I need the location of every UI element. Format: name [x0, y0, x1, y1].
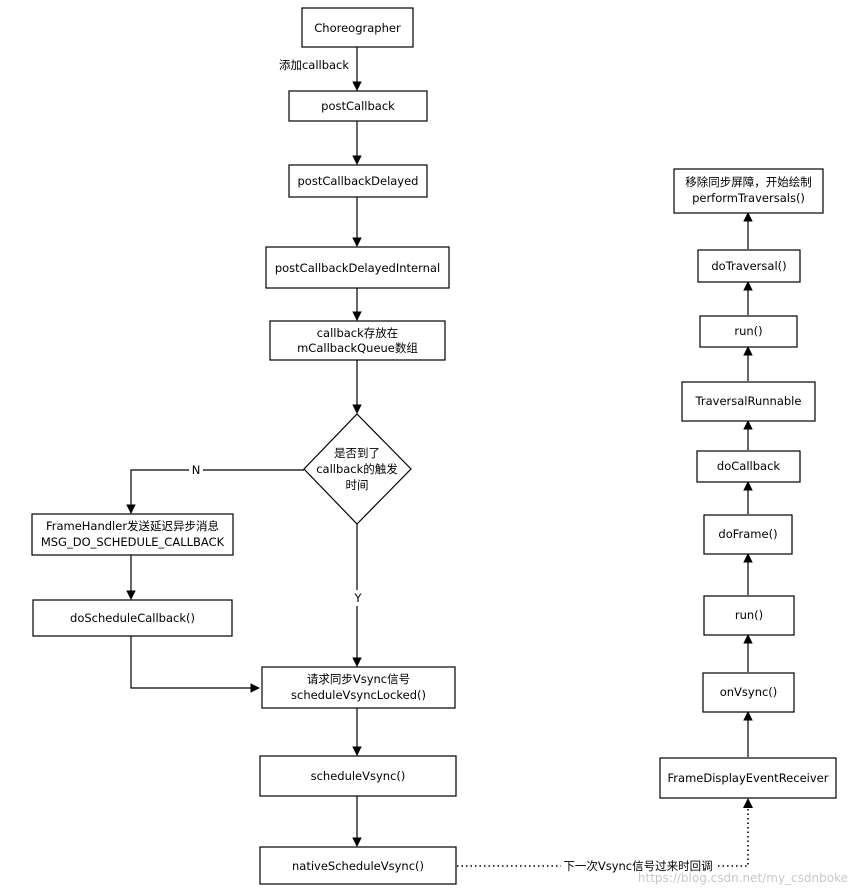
node-frame-display-event-receiver: FrameDisplayEventReceiver — [659, 757, 837, 799]
node-run-2: run() — [699, 315, 798, 348]
node-native-schedule-vsync: nativeScheduleVsync() — [259, 846, 457, 885]
node-post-callback-delayed: postCallbackDelayed — [288, 164, 428, 198]
node-perform-traversals: 移除同步屏障，开始绘制 performTraversals() — [673, 168, 824, 214]
node-run-1: run() — [703, 595, 795, 636]
node-do-callback: doCallback — [696, 450, 801, 483]
node-traversal-runnable: TraversalRunnable — [681, 381, 816, 422]
node-on-vsync: onVsync() — [702, 672, 795, 713]
node-do-schedule-callback: doScheduleCallback() — [32, 599, 233, 637]
edge-label-yes: Y — [353, 591, 362, 605]
node-schedule-vsync-label: scheduleVsync() — [311, 769, 406, 783]
node-choreographer: Choreographer — [301, 7, 414, 48]
node-post-callback-delayed-internal: postCallbackDelayedInternal — [265, 246, 450, 289]
node-request-vsync-line1: 请求同步Vsync信号 — [307, 672, 410, 686]
node-frame-display-event-receiver-label: FrameDisplayEventReceiver — [668, 771, 829, 785]
node-post-callback-label: postCallback — [321, 99, 395, 113]
node-do-traversal: doTraversal() — [697, 249, 801, 283]
node-frame-handler-line1: FrameHandler发送延迟异步消息 — [46, 519, 219, 533]
node-request-vsync: 请求同步Vsync信号 scheduleVsyncLocked() — [261, 666, 456, 709]
node-perform-traversals-line2: performTraversals() — [692, 191, 805, 205]
node-post-callback-delayed-internal-label: postCallbackDelayedInternal — [275, 261, 440, 275]
watermark-text: https://blog.csdn.net/my_csdnboke — [638, 871, 848, 885]
node-decision-line1: 是否到了 — [334, 446, 380, 460]
node-frame-handler: FrameHandler发送延迟异步消息 MSG_DO_SCHEDULE_CAL… — [31, 513, 234, 556]
edge-decision-no — [126, 469, 304, 514]
node-run-1-label: run() — [735, 608, 763, 622]
node-choreographer-label: Choreographer — [314, 21, 401, 35]
node-frame-handler-line2: MSG_DO_SCHEDULE_CALLBACK — [41, 535, 225, 549]
node-callback-store-line1: callback存放在 — [317, 326, 399, 340]
edge-doschedule-to-request — [130, 636, 260, 693]
node-schedule-vsync: scheduleVsync() — [259, 755, 457, 797]
node-do-traversal-label: doTraversal() — [711, 259, 786, 273]
node-on-vsync-label: onVsync() — [720, 685, 778, 699]
edge-label-no: N — [192, 463, 201, 477]
node-do-frame-label: doFrame() — [718, 527, 777, 541]
edge-label-next-vsync: 下一次Vsync信号过来时回调 — [563, 859, 712, 873]
node-do-schedule-callback-label: doScheduleCallback() — [70, 611, 195, 625]
node-post-callback-delayed-label: postCallbackDelayed — [298, 174, 419, 188]
node-callback-store: callback存放在 mCallbackQueue数组 — [269, 320, 446, 361]
edge-native-to-receiver-arrowhead — [743, 798, 753, 808]
node-decision: 是否到了 callback的触发 时间 — [303, 413, 412, 525]
node-request-vsync-line2: scheduleVsyncLocked() — [291, 688, 426, 702]
node-decision-line3: 时间 — [346, 478, 369, 492]
edge-native-to-receiver — [457, 800, 749, 867]
edge-label-add-callback: 添加callback — [279, 58, 349, 72]
node-do-callback-label: doCallback — [717, 459, 780, 473]
node-native-schedule-vsync-label: nativeScheduleVsync() — [292, 859, 424, 873]
node-perform-traversals-line1: 移除同步屏障，开始绘制 — [685, 175, 812, 189]
node-post-callback: postCallback — [288, 90, 428, 122]
node-callback-store-line2: mCallbackQueue数组 — [297, 341, 418, 355]
node-traversal-runnable-label: TraversalRunnable — [695, 394, 802, 408]
node-do-frame: doFrame() — [703, 514, 793, 555]
node-run-2-label: run() — [734, 324, 762, 338]
node-decision-line2: callback的触发 — [316, 462, 398, 476]
